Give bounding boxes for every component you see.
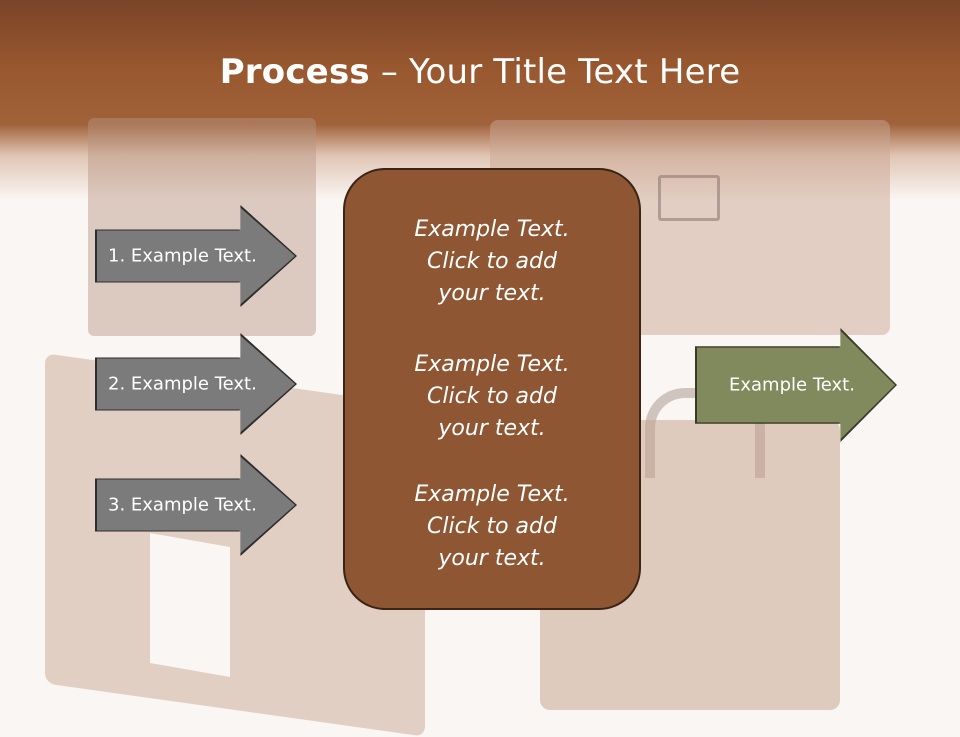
briefcase-paper [150, 532, 230, 678]
output-arrow-label: Example Text. [729, 374, 855, 396]
paragraph-line: Example Text. [414, 352, 570, 377]
paragraph-line: Click to add [427, 514, 557, 539]
process-step-label: 2. Example Text. [108, 373, 257, 395]
center-paragraph: Example Text. Click to add your text. [345, 479, 639, 575]
center-paragraph: Example Text. Click to add your text. [345, 349, 639, 445]
slide-title[interactable]: Process – Your Title Text Here [0, 52, 960, 92]
slide-title-rest: – Your Title Text Here [369, 52, 741, 92]
briefcase-back-left [88, 118, 316, 336]
process-step-label: 1. Example Text. [108, 245, 257, 267]
briefcase-lock-icon [658, 175, 720, 221]
slide-title-bold: Process [219, 52, 370, 92]
center-text-box[interactable]: Example Text. Click to add your text. Ex… [343, 168, 641, 610]
paragraph-line: your text. [438, 281, 546, 306]
paragraph-line: Click to add [427, 384, 557, 409]
paragraph-line: Example Text. [414, 217, 570, 242]
paragraph-line: your text. [438, 416, 546, 441]
paragraph-line: your text. [438, 546, 546, 571]
process-step-label: 3. Example Text. [108, 494, 257, 516]
briefcase-background-image [45, 118, 890, 737]
paragraph-line: Click to add [427, 249, 557, 274]
center-paragraph: Example Text. Click to add your text. [345, 214, 639, 310]
paragraph-line: Example Text. [414, 482, 570, 507]
